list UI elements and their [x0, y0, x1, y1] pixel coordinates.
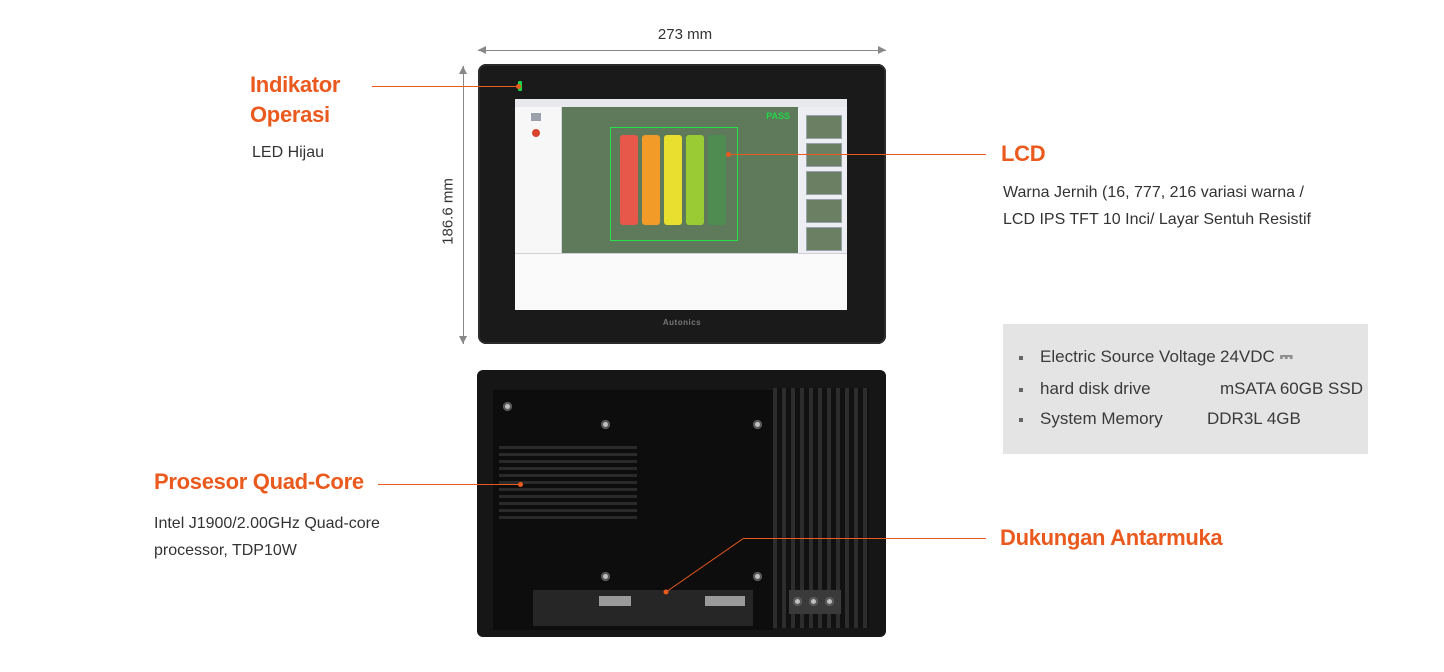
- screw-icon: [753, 420, 762, 429]
- pass-status: PASS: [766, 111, 790, 121]
- lcd-text-line2: LCD IPS TFT 10 Inci/ Layar Sentuh Resist…: [1003, 211, 1311, 228]
- screen-left-panel: [515, 107, 562, 253]
- port-icon: [599, 596, 631, 606]
- power-terminal: [789, 590, 841, 614]
- lcd-screen: PASS: [515, 99, 847, 310]
- thumbnail-item: [806, 171, 842, 195]
- cell-green: [708, 135, 726, 225]
- interface-leader-diagonal-svg: [663, 537, 745, 595]
- interface-leader-horizontal: [744, 538, 986, 539]
- spec-value: mSATA 60GB SSD: [1220, 379, 1363, 398]
- width-arrow-right-icon: [878, 46, 886, 54]
- operation-indicator-text: LED Hijau: [252, 144, 325, 161]
- processor-text-line1: Intel J1900/2.00GHz Quad-core: [154, 515, 380, 532]
- port-icon: [705, 596, 745, 606]
- operation-indicator-title-line1: Indikator: [250, 72, 341, 97]
- hmi-front-panel: PASS Autonics: [478, 64, 886, 344]
- operation-indicator-leader: [372, 86, 518, 87]
- thumbnail-item: [806, 199, 842, 223]
- leader-dot-icon: [518, 482, 523, 487]
- spec-value: DDR3L 4GB: [1207, 409, 1301, 428]
- interface-ports: [533, 590, 753, 626]
- lcd-leader: [728, 154, 986, 155]
- inspection-frame: [610, 127, 738, 241]
- processor-title: Prosesor Quad-Core: [154, 469, 364, 494]
- hmi-rear-panel: [477, 370, 886, 637]
- cell-orange: [642, 135, 660, 225]
- leader-dot-icon: [726, 152, 731, 157]
- screen-thumbnails: [799, 107, 847, 253]
- leader-dot-icon: [516, 84, 521, 89]
- width-label: 273 mm: [657, 26, 713, 43]
- height-arrow-bottom-icon: [459, 336, 467, 344]
- menu-icon: [531, 113, 541, 121]
- thumbnail-item: [806, 115, 842, 139]
- processor-leader: [378, 484, 520, 485]
- operation-indicator-title-line2: Operasi: [250, 102, 330, 127]
- spec-key: System Memory: [1040, 409, 1163, 428]
- height-dimension-line: [463, 66, 464, 344]
- screw-icon: [601, 572, 610, 581]
- cell-yellow: [664, 135, 682, 225]
- spec-row: hard disk drive mSATA 60GB SSD: [1019, 379, 1363, 401]
- interface-title: Dukungan Antarmuka: [1000, 525, 1223, 550]
- spec-key: hard disk drive: [1040, 379, 1151, 398]
- bullet-icon: [1019, 356, 1023, 360]
- cell-lightgreen: [686, 135, 704, 225]
- cell-red: [620, 135, 638, 225]
- terminal-screw-icon: [809, 597, 818, 606]
- terminal-screw-icon: [793, 597, 802, 606]
- spec-value: 24VDC ⎓: [1220, 347, 1294, 366]
- inspection-icon: [532, 129, 540, 137]
- bullet-icon: [1019, 418, 1023, 422]
- terminal-screw-icon: [825, 597, 834, 606]
- spec-row: System Memory DDR3L 4GB: [1019, 409, 1359, 431]
- spec-key: Electric Source Voltage: [1040, 347, 1216, 366]
- processor-text-line2: processor, TDP10W: [154, 542, 297, 559]
- width-arrow-left-icon: [478, 46, 486, 54]
- spec-box: Electric Source Voltage 24VDC ⎓ hard dis…: [1003, 324, 1368, 454]
- width-dimension-line: [478, 50, 886, 51]
- operation-indicator-title: Indikator Operasi: [250, 70, 341, 130]
- screw-icon: [503, 402, 512, 411]
- thumbnail-item: [806, 143, 842, 167]
- screen-bottom-panel: [515, 253, 847, 310]
- lcd-text-line1: Warna Jernih (16, 777, 216 variasi warna…: [1003, 184, 1304, 201]
- spec-row: Electric Source Voltage 24VDC ⎓: [1019, 347, 1359, 369]
- screw-icon: [753, 572, 762, 581]
- inspection-image: PASS: [562, 107, 798, 253]
- screw-icon: [601, 420, 610, 429]
- thumbnail-item: [806, 227, 842, 251]
- heatsink-fins: [773, 388, 869, 628]
- brand-logo: Autonics: [662, 318, 702, 327]
- bullet-icon: [1019, 388, 1023, 392]
- lcd-title: LCD: [1001, 141, 1046, 166]
- height-arrow-top-icon: [459, 66, 467, 74]
- height-label: 186.6 mm: [439, 178, 457, 245]
